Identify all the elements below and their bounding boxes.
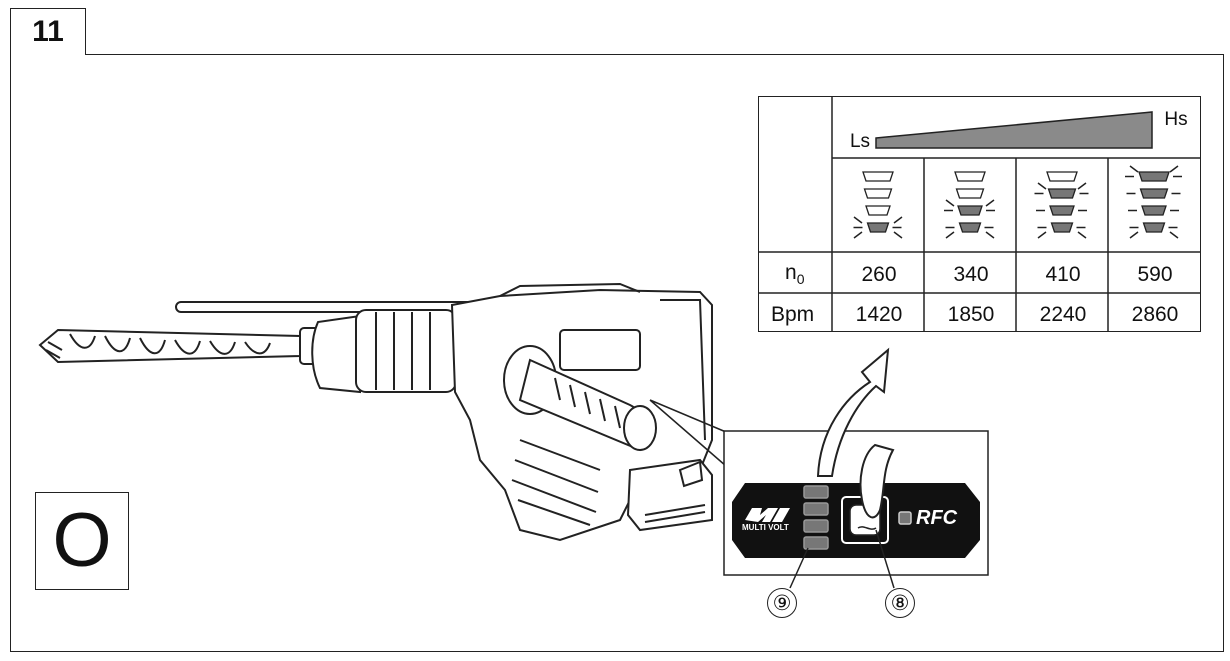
led-level-icon <box>1139 188 1169 199</box>
led-glow-ray <box>945 199 955 207</box>
led-glow-ray <box>1169 231 1179 239</box>
led-level-icon <box>1050 222 1074 233</box>
n0-value: 260 <box>861 263 897 286</box>
led-level-icon <box>1049 205 1075 216</box>
led-glow-ray <box>945 231 955 239</box>
bpm-row-label: Bpm <box>771 303 815 326</box>
led-level-icon <box>865 205 891 216</box>
finger-pressing <box>859 443 895 519</box>
led-glow-ray <box>853 231 863 239</box>
n0-row-label-main: n <box>785 261 797 284</box>
led-level-icon <box>1047 188 1077 199</box>
led-glow-ray <box>1037 231 1047 239</box>
operation-mode-symbol: O <box>35 492 129 590</box>
rfc-label: RFC <box>916 507 958 529</box>
indicator-arrow <box>816 347 890 477</box>
led-glow-ray <box>985 231 995 239</box>
bpm-value: 2240 <box>1039 303 1087 326</box>
chuck <box>299 309 457 394</box>
drill-bit <box>38 328 301 364</box>
battery-pack <box>626 458 713 532</box>
n0-row-label: n0 <box>785 261 804 287</box>
led-level-icon <box>862 171 894 182</box>
led-level-icon <box>1142 222 1166 233</box>
n0-row-label-sub: 0 <box>796 271 805 288</box>
multivolt-label: MULTI VOLT <box>742 523 789 532</box>
led-level-icon <box>1046 171 1078 182</box>
bpm-value: 1420 <box>855 303 903 326</box>
n0-value: 590 <box>1137 263 1173 286</box>
speed-scale-low-label: Ls <box>849 131 871 152</box>
speed-scale-high-label: Hs <box>1164 109 1188 130</box>
speed-table-grid <box>758 96 1201 332</box>
led-glow-ray <box>985 199 995 207</box>
led-level-icon <box>957 205 983 216</box>
bpm-value: 1850 <box>947 303 995 326</box>
led-glow-ray <box>1037 182 1047 190</box>
led-level-icon <box>866 222 890 233</box>
speed-ramp-bar <box>875 111 1153 149</box>
led-level-icon <box>1138 171 1170 182</box>
n0-value: 410 <box>1045 263 1081 286</box>
led-glow-ray <box>1077 231 1087 239</box>
led-glow-ray <box>853 216 863 224</box>
led-glow-ray <box>1129 165 1139 173</box>
led-glow-ray <box>893 231 903 239</box>
led-level-icon <box>863 188 893 199</box>
multivolt-logo <box>745 508 790 522</box>
led-glow-ray <box>1129 231 1139 239</box>
callout-led-indicators: ⑨ <box>767 588 797 618</box>
figure-number: 11 <box>10 8 86 55</box>
rfc-indicator <box>898 511 912 525</box>
led-level-icon <box>958 222 982 233</box>
bpm-value: 2860 <box>1131 303 1179 326</box>
figure-frame <box>10 54 1224 652</box>
n0-value: 340 <box>953 263 989 286</box>
speed-table: Ls Hs n0 Bpm 260 340 410 590 1420 1850 2… <box>758 96 1201 332</box>
led-glow-ray <box>1077 182 1087 190</box>
side-handle <box>503 345 657 452</box>
callout-mode-button: ⑧ <box>885 588 915 618</box>
led-level-icon <box>954 171 986 182</box>
led-indicators <box>803 485 829 550</box>
led-glow-ray <box>893 216 903 224</box>
led-glow-ray <box>1169 165 1179 173</box>
led-level-icon <box>1141 205 1167 216</box>
led-level-icon <box>955 188 985 199</box>
